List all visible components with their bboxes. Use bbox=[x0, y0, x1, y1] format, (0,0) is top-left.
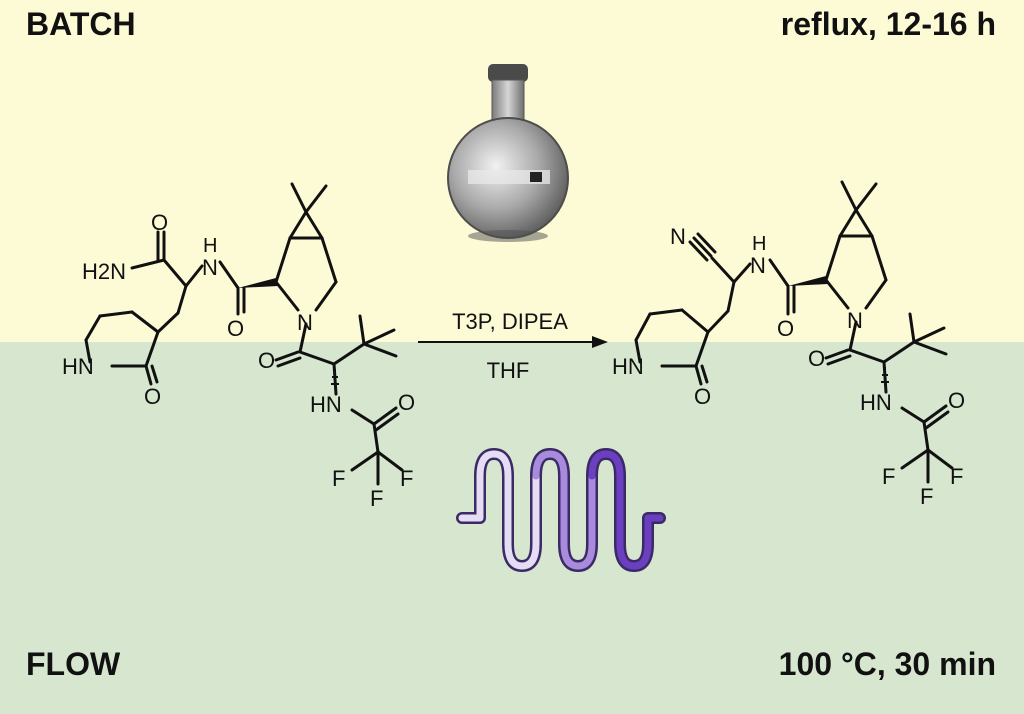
product-fluorine-label-1: F bbox=[882, 464, 895, 489]
flow-label: FLOW bbox=[26, 646, 121, 682]
product-fluorine-label-2: F bbox=[950, 464, 963, 489]
flow-reactor-coil-icon bbox=[456, 448, 666, 572]
starting-material-structure: H2N O N H O N O HN O HN O F F F bbox=[62, 182, 415, 511]
flow-conditions: 100 °C, 30 min bbox=[778, 646, 996, 682]
product-fluorine-label-3: F bbox=[920, 484, 933, 509]
nitrile-nitrogen-label: N bbox=[670, 224, 686, 249]
product-tfa-nh-label: HN bbox=[860, 390, 892, 415]
amide-hydrogen-label: H bbox=[203, 235, 217, 257]
round-bottom-flask-icon bbox=[447, 64, 569, 242]
product-ring-nitrogen-label: N bbox=[847, 308, 863, 333]
batch-label: BATCH bbox=[26, 6, 136, 42]
product-amide-nitrogen-label: N bbox=[750, 253, 766, 278]
reaction-arrow: T3P, DIPEA THF bbox=[418, 309, 608, 383]
product-acyl-oxygen-label: O bbox=[808, 346, 825, 371]
ring-nitrogen-label: N bbox=[297, 310, 313, 335]
acyl-oxygen-label: O bbox=[258, 348, 275, 373]
product-tfa-oxygen-label: O bbox=[948, 388, 965, 413]
fluorine-label-3: F bbox=[370, 486, 383, 511]
fluorine-label-2: F bbox=[400, 466, 413, 491]
batch-conditions: reflux, 12-16 h bbox=[780, 6, 996, 42]
product-lactam-oxygen-label: O bbox=[694, 384, 711, 409]
lactam-nh-label: HN bbox=[62, 354, 94, 379]
tfa-oxygen-label: O bbox=[398, 390, 415, 415]
amide-nh2-label: H2N bbox=[82, 259, 126, 284]
amide-nitrogen-label: N bbox=[202, 255, 218, 280]
product-structure: N N H O N O HN O HN O F F F bbox=[612, 180, 965, 509]
solvent-label: THF bbox=[487, 358, 530, 383]
amide-oxygen-label: O bbox=[151, 210, 168, 235]
fluorine-label-1: F bbox=[332, 466, 345, 491]
reagents-label: T3P, DIPEA bbox=[452, 309, 568, 334]
tfa-nh-label: HN bbox=[310, 392, 342, 417]
product-amide-hydrogen-label: H bbox=[752, 233, 766, 255]
carbonyl-oxygen-label: O bbox=[227, 316, 244, 341]
product-carbonyl-oxygen-label: O bbox=[777, 316, 794, 341]
lactam-oxygen-label: O bbox=[144, 384, 161, 409]
product-lactam-nh-label: HN bbox=[612, 354, 644, 379]
